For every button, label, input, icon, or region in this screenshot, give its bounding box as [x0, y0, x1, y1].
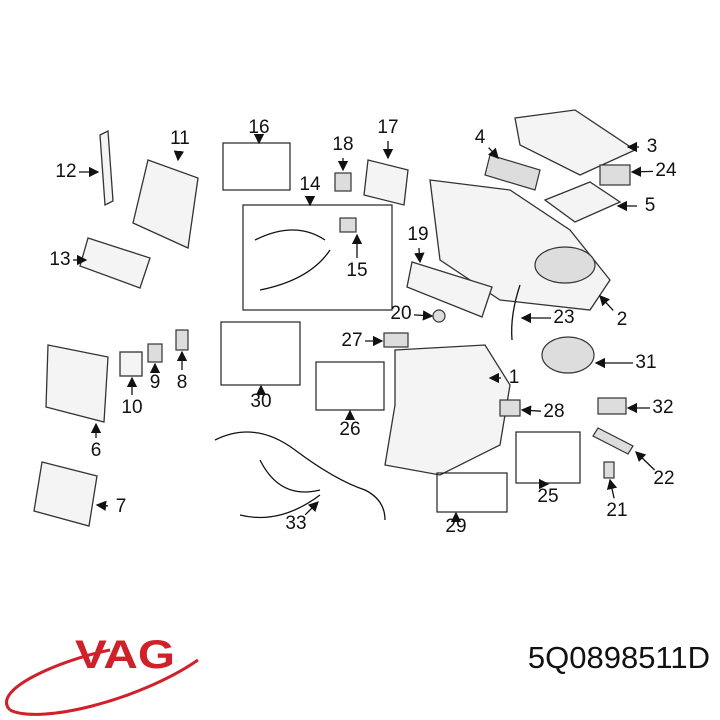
callout-29: 29: [445, 516, 466, 537]
callout-12: 12: [55, 161, 76, 182]
part-23: [511, 284, 521, 341]
callout-16: 16: [248, 117, 269, 138]
callout-1: 1: [509, 367, 520, 388]
part-number: 5Q0898511D: [527, 640, 710, 675]
callout-13: 13: [49, 249, 70, 270]
callout-3: 3: [647, 136, 658, 157]
callout-28: 28: [543, 401, 564, 422]
part-13: [79, 237, 151, 289]
callout-17: 17: [377, 117, 398, 138]
callout-8: 8: [177, 372, 188, 393]
callout-26: 26: [339, 419, 360, 440]
part-21: [603, 461, 615, 479]
part-7: [33, 461, 98, 527]
callout-9: 9: [150, 372, 161, 393]
callout-20: 20: [390, 303, 411, 324]
callout-27: 27: [341, 330, 362, 351]
leader-line-21: [606, 478, 618, 499]
callout-14: 14: [299, 174, 321, 195]
part-18: [334, 172, 352, 192]
callout-30: 30: [250, 391, 271, 412]
part-drawings: [33, 109, 637, 527]
part-24: [599, 164, 631, 186]
group-box-29: [436, 472, 508, 513]
part-14: [254, 229, 331, 291]
part-15: [339, 217, 357, 233]
leader-line-20: [413, 310, 434, 321]
group-box-25: [515, 431, 581, 484]
part-3: [514, 109, 637, 176]
callout-33: 33: [285, 513, 306, 534]
part-5: [543, 181, 622, 223]
part-20: [432, 309, 446, 323]
callout-11: 11: [170, 128, 190, 149]
blower-housing: [534, 246, 596, 284]
callout-23: 23: [553, 307, 574, 328]
part-32: [597, 397, 627, 415]
part-19: [406, 261, 493, 318]
callout-4: 4: [475, 127, 486, 148]
callout-2: 2: [617, 309, 628, 330]
callout-18: 18: [332, 134, 353, 155]
group-box-14: [242, 204, 393, 311]
part-12: [99, 129, 114, 207]
leader-line-7: [95, 500, 109, 511]
leader-line-19: [414, 247, 425, 264]
callout-15: 15: [346, 260, 367, 281]
part-22: [592, 427, 634, 455]
leader-line-4: [488, 147, 499, 159]
leader-line-22: [635, 451, 656, 471]
callout-25: 25: [537, 486, 558, 507]
part-31: [541, 336, 595, 374]
callout-10: 10: [121, 397, 142, 418]
callout-32: 32: [652, 397, 673, 418]
vag-logo: VAG: [5, 633, 199, 716]
part-8: [175, 329, 189, 351]
part-27: [383, 332, 409, 348]
part-11: [132, 159, 199, 249]
callout-24: 24: [655, 160, 677, 181]
part-4: [484, 154, 541, 191]
group-box-30: [220, 321, 301, 386]
leader-line-28: [520, 405, 542, 416]
leader-line-33: [304, 501, 319, 516]
part-9: [147, 343, 163, 363]
part-17: [363, 159, 409, 206]
callout-6: 6: [91, 440, 102, 461]
part-1: [384, 344, 511, 476]
callout-7: 7: [116, 496, 127, 517]
part-33: [214, 431, 386, 521]
leader-lines: [73, 133, 656, 523]
callout-19: 19: [407, 224, 428, 245]
callout-22: 22: [653, 468, 674, 489]
leader-line-11: [173, 150, 185, 162]
callout-31: 31: [635, 352, 656, 373]
group-box-26: [315, 361, 385, 411]
leader-line-2: [599, 295, 614, 311]
part-10: [119, 351, 143, 377]
part-6: [45, 344, 109, 423]
callout-5: 5: [645, 195, 656, 216]
group-box-16: [222, 142, 291, 191]
part-28: [499, 399, 521, 417]
callout-21: 21: [606, 500, 627, 521]
leader-line-24: [630, 166, 654, 177]
svg-text:VAG: VAG: [75, 633, 175, 677]
